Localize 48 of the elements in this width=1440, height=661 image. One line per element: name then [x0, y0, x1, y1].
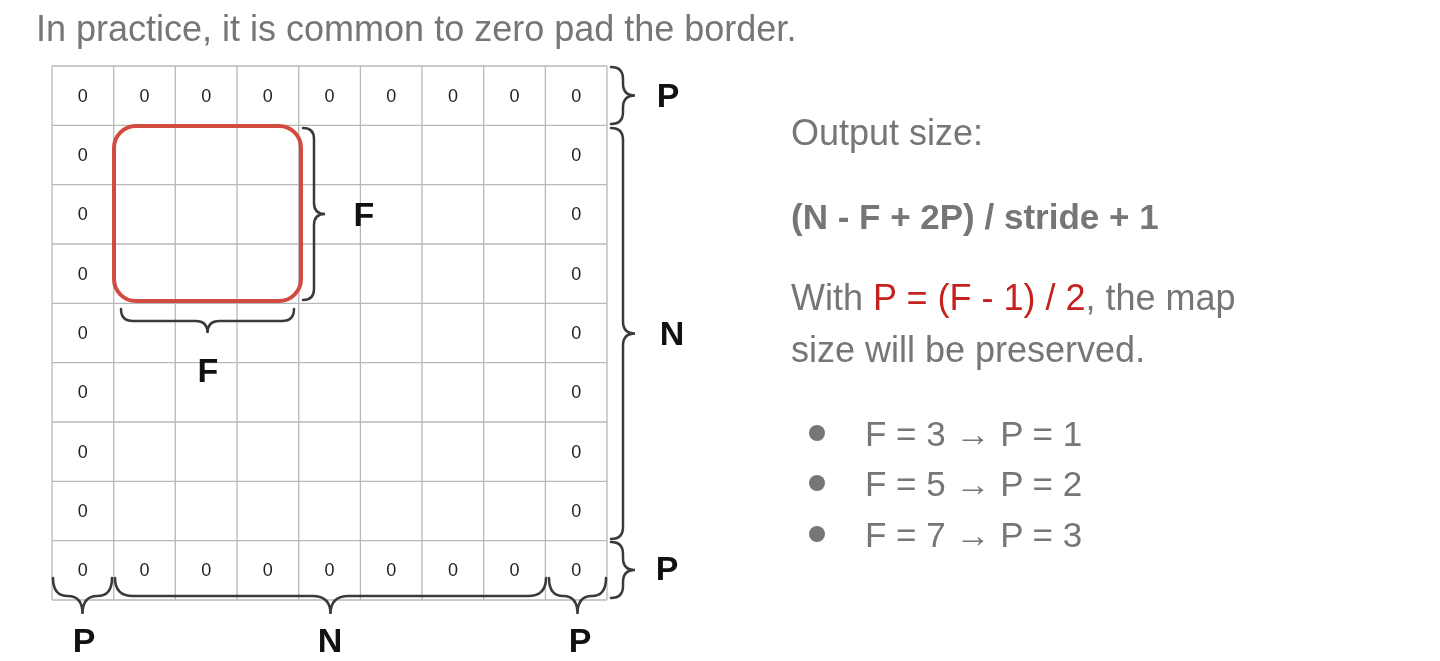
dimension-label: P	[655, 551, 679, 585]
bullet-item: F = 5 → P = 2	[865, 465, 1083, 501]
cell-value: 0	[571, 383, 582, 402]
cell-value: 0	[571, 146, 582, 164]
cell-value: 0	[386, 86, 397, 105]
cell-value: 0	[201, 86, 212, 105]
cell-value: 0	[77, 146, 88, 164]
cell-value: 0	[201, 561, 212, 580]
bullet-item: F = 7 → P = 3	[865, 516, 1083, 552]
cell-value: 0	[571, 324, 582, 342]
cell-value: 0	[262, 86, 273, 105]
cell-value: 0	[324, 561, 335, 580]
bullet-item: F = 3 → P = 1	[865, 415, 1083, 451]
cell-value: 0	[324, 86, 335, 105]
cell-value: 0	[509, 86, 520, 105]
dimension-label: F	[197, 353, 219, 387]
cell-value: 0	[447, 561, 458, 580]
cell-value: 0	[447, 86, 458, 105]
cell-value: 0	[77, 86, 88, 105]
cell-value: 0	[77, 442, 88, 461]
cell-value: 0	[571, 205, 582, 224]
cell-value: 0	[571, 264, 582, 283]
cell-value: 0	[77, 502, 88, 520]
cell-value: 0	[77, 264, 88, 283]
section-label: Output size:	[791, 115, 984, 151]
dimension-label: N	[659, 316, 685, 350]
dimension-label: N	[317, 623, 343, 657]
cell-value: 0	[77, 205, 88, 224]
cell-value: 0	[571, 86, 582, 105]
cell-value: 0	[77, 324, 88, 342]
cell-value: 0	[386, 561, 397, 580]
dimension-label: P	[72, 623, 96, 657]
dimension-label: P	[656, 78, 680, 112]
cell-value: 0	[571, 442, 582, 461]
cell-value: 0	[77, 561, 88, 580]
cell-value: 0	[77, 383, 88, 402]
slide-title: In practice, it is common to zero pad the border.	[36, 11, 797, 47]
cell-value: 0	[571, 502, 582, 520]
note-text: With P = (F - 1) / 2, the map size will be preserved.	[791, 276, 1237, 372]
filter-window	[112, 124, 303, 303]
cell-value: 0	[139, 86, 150, 105]
cell-value: 0	[509, 561, 520, 580]
dimension-label: F	[353, 197, 375, 231]
formula: (N - F + 2P) / stride + 1	[791, 198, 1159, 234]
cell-value: 0	[571, 561, 582, 580]
cell-value: 0	[262, 561, 273, 580]
dimension-label: P	[568, 623, 592, 657]
cell-value: 0	[139, 561, 150, 580]
